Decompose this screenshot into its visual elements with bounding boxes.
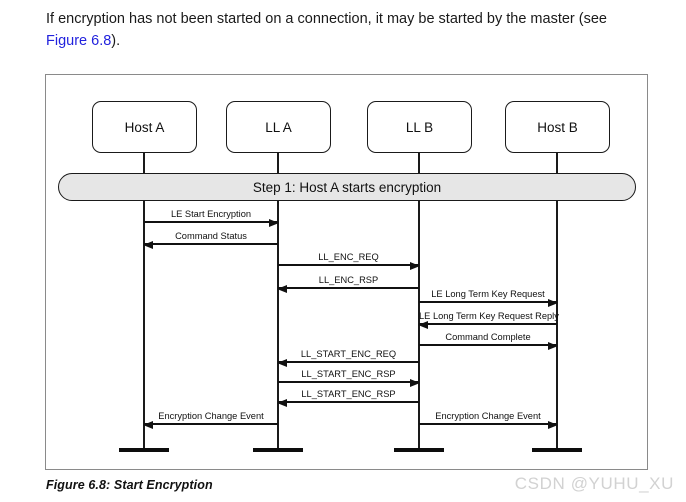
message-line bbox=[144, 243, 278, 245]
message-arrow: Encryption Change Event bbox=[143, 403, 278, 429]
message-line bbox=[278, 381, 419, 383]
message-label: LE Long Term Key Request Reply bbox=[419, 311, 559, 321]
participant-label: LL A bbox=[265, 119, 292, 135]
participant-box-host-b: Host B bbox=[505, 101, 610, 153]
message-arrow: LE Long Term Key Request bbox=[419, 281, 558, 307]
message-label: LL_START_ENC_RSP bbox=[301, 389, 396, 399]
message-arrow: LL_START_ENC_RSP bbox=[278, 361, 420, 387]
step-banner: Step 1: Host A starts encryption bbox=[58, 173, 636, 201]
lifeline-host-a bbox=[143, 153, 145, 448]
intro-text-before: If encryption has not been started on a … bbox=[46, 11, 607, 27]
arrowhead-icon bbox=[548, 341, 558, 350]
participant-box-ll-b: LL B bbox=[367, 101, 472, 153]
arrowhead-icon bbox=[143, 240, 153, 249]
message-label: Encryption Change Event bbox=[158, 411, 264, 421]
message-label: Command Complete bbox=[445, 332, 531, 342]
step-banner-label: Step 1: Host A starts encryption bbox=[252, 179, 442, 195]
message-label: LL_ENC_RSP bbox=[318, 275, 379, 285]
message-arrow: LL_ENC_REQ bbox=[278, 244, 420, 270]
message-arrow: LE Long Term Key Request Reply bbox=[418, 303, 559, 329]
participant-label: Host A bbox=[124, 119, 165, 135]
intro-paragraph: If encryption has not been started on a … bbox=[46, 8, 642, 52]
message-arrow: Command Status bbox=[143, 223, 278, 249]
message-line bbox=[419, 301, 557, 303]
lifeline-terminator bbox=[394, 448, 444, 452]
message-label: LE Long Term Key Request bbox=[431, 289, 545, 299]
message-line bbox=[278, 401, 419, 403]
message-label: LL_START_ENC_REQ bbox=[300, 349, 397, 359]
arrowhead-icon bbox=[277, 398, 287, 407]
message-label: LL_START_ENC_RSP bbox=[301, 369, 396, 379]
message-arrow: Encryption Change Event bbox=[419, 403, 558, 429]
message-line bbox=[144, 423, 278, 425]
message-arrow: LL_ENC_RSP bbox=[277, 267, 419, 293]
arrowhead-icon bbox=[277, 358, 287, 367]
message-arrow: LL_START_ENC_RSP bbox=[277, 381, 419, 407]
arrowhead-icon bbox=[548, 298, 558, 307]
lifeline-terminator bbox=[119, 448, 169, 452]
message-line bbox=[144, 221, 278, 223]
participant-label: Host B bbox=[537, 119, 578, 135]
message-line bbox=[278, 287, 419, 289]
message-line bbox=[419, 423, 557, 425]
message-arrow: LE Start Encryption bbox=[144, 201, 279, 227]
message-label: Encryption Change Event bbox=[435, 411, 541, 421]
watermark: CSDN @YUHU_XU bbox=[514, 474, 674, 493]
message-label: Command Status bbox=[175, 231, 247, 241]
message-line bbox=[278, 264, 419, 266]
message-arrow: Command Complete bbox=[419, 324, 558, 350]
participant-label: LL B bbox=[405, 119, 434, 135]
figure-frame: Step 1: Host A starts encryption Host A L… bbox=[45, 74, 648, 470]
participant-box-host-a: Host A bbox=[92, 101, 197, 153]
arrowhead-icon bbox=[410, 378, 420, 387]
message-arrow: LL_START_ENC_REQ bbox=[277, 341, 419, 367]
figure-link[interactable]: Figure 6.8 bbox=[46, 33, 112, 49]
intro-text-after: ). bbox=[111, 33, 121, 49]
lifeline-ll-b bbox=[418, 153, 420, 448]
arrowhead-icon bbox=[548, 420, 558, 429]
participant-box-ll-a: LL A bbox=[226, 101, 331, 153]
sequence-diagram: Step 1: Host A starts encryption Host A L… bbox=[46, 75, 649, 471]
figure-caption: Figure 6.8: Start Encryption bbox=[46, 478, 213, 492]
lifeline-terminator bbox=[532, 448, 582, 452]
message-label: LL_ENC_REQ bbox=[318, 252, 379, 262]
arrowhead-icon bbox=[143, 420, 153, 429]
message-label: LE Start Encryption bbox=[170, 209, 252, 219]
arrowhead-icon bbox=[410, 261, 420, 270]
arrowhead-icon bbox=[418, 320, 428, 329]
message-line bbox=[419, 344, 557, 346]
message-line bbox=[419, 323, 557, 325]
arrowhead-icon bbox=[277, 284, 287, 293]
lifeline-terminator bbox=[253, 448, 303, 452]
lifeline-ll-a bbox=[277, 153, 279, 448]
arrowhead-icon bbox=[269, 218, 279, 227]
message-line bbox=[278, 361, 419, 363]
